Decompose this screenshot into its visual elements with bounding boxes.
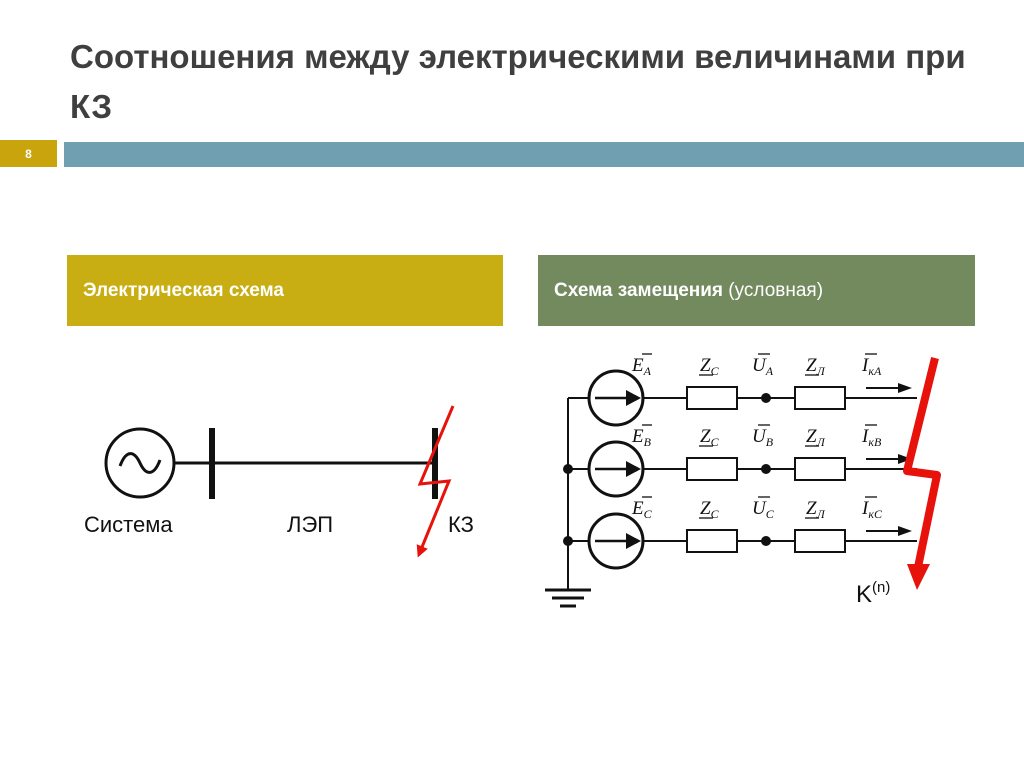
phase-row: EC ZC UC ZЛ IкC [568, 498, 917, 570]
line-impedance-resistor [794, 529, 846, 553]
neutral-junction-dot [563, 536, 573, 546]
neutral-and-ground [545, 398, 591, 608]
electrical-scheme-header: Электрическая схема [67, 255, 503, 326]
equivalent-scheme-title: Схема замещения [554, 279, 724, 301]
source-impedance-resistor [686, 386, 738, 410]
fault-current-label: IкC [861, 498, 883, 521]
three-phase-fault-bolt-icon [903, 357, 941, 573]
left-fault-bolt-icon [416, 405, 455, 558]
neutral-junction-dot [563, 464, 573, 474]
fault-arrow-head-icon [907, 564, 930, 590]
left-scheme [104, 427, 438, 499]
emf-arrow-icon [626, 461, 641, 477]
line-impedance-label: ZЛ [806, 426, 826, 449]
slide-title: Соотношения между электрическими величин… [70, 38, 966, 125]
fault-label: КЗ [448, 512, 474, 537]
fault-current-label: IкA [861, 355, 882, 378]
fault-current-label: IкB [861, 426, 882, 449]
emf-arrow-icon [626, 390, 641, 406]
line-impedance-label: ZЛ [806, 498, 826, 521]
line-impedance-resistor [794, 457, 846, 481]
source-impedance-label: ZC [700, 498, 720, 521]
phase-rows: EA ZC UA ZЛ IкA EB ZC UB ZЛ IкB EC ZC UC ZЛ IкC [568, 353, 917, 570]
source-impedance-label: ZC [700, 426, 720, 449]
sine-wave-icon [118, 452, 162, 474]
voltage-node-dot [761, 393, 771, 403]
system-label: Система [84, 512, 173, 537]
title-divider-bar [64, 142, 1024, 167]
source-impedance-resistor [686, 457, 738, 481]
slide-number-badge: 8 [0, 140, 57, 167]
voltage-node-dot [761, 536, 771, 546]
emf-label: EB [631, 426, 652, 449]
line-label: ЛЭП [287, 512, 333, 537]
equivalent-scheme-subtitle: (условная) [723, 279, 824, 301]
emf-arrow-icon [626, 533, 641, 549]
emf-label: EA [631, 355, 652, 378]
electrical-scheme-title: Электрическая схема [83, 279, 284, 301]
fault-k-label: K(n) [856, 579, 890, 608]
line-impedance-resistor [794, 386, 846, 410]
source-impedance-label: ZC [700, 355, 720, 378]
voltage-label: UC [752, 498, 775, 521]
phase-row: EB ZC UB ZЛ IкB [568, 426, 917, 498]
voltage-node-dot [761, 464, 771, 474]
phase-row: EA ZC UA ZЛ IкA [568, 355, 917, 427]
equivalent-scheme-header: Схема замещения (условная) [538, 255, 975, 326]
line-impedance-label: ZЛ [806, 355, 826, 378]
voltage-label: UA [752, 355, 774, 378]
voltage-label: UB [752, 426, 774, 449]
emf-label: EC [631, 498, 653, 521]
source-impedance-resistor [686, 529, 738, 553]
